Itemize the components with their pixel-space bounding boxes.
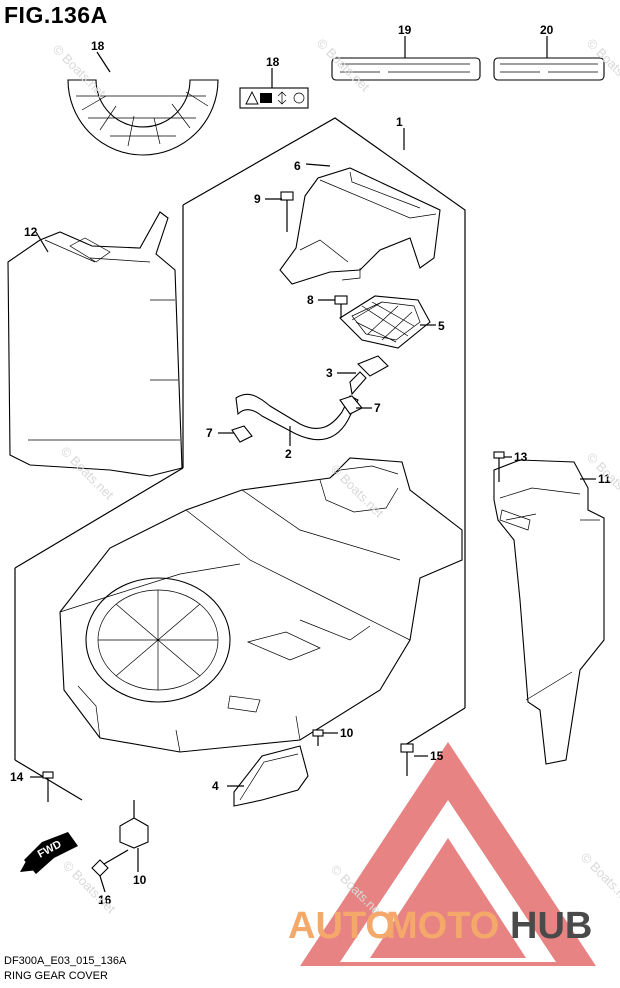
part-19-warning-label	[239, 87, 309, 109]
callout-numbers: 18 18 19 20 1 6 9 8 5 3 7 7 2 12 13 11 1…	[10, 23, 611, 907]
fwd-direction-arrow: FWD	[20, 832, 78, 874]
callout-20: 19	[398, 23, 412, 37]
part-4-bracket	[233, 745, 309, 807]
part-9-bolt	[280, 191, 294, 232]
callout-4: 4	[212, 779, 219, 793]
callout-14: 13	[514, 450, 528, 464]
callout-7-upper: 7	[374, 401, 381, 415]
figure-caption: RING GEAR COVER	[4, 970, 108, 982]
copyright-watermark: © Boats.net	[578, 850, 620, 909]
part-21-label	[493, 57, 605, 81]
callout-13: 12	[24, 225, 38, 239]
assembly-outline	[182, 117, 466, 430]
callout-17: 16	[98, 893, 112, 907]
part-2-breather-hose	[235, 393, 359, 441]
part-3-hose-fitting	[349, 355, 389, 396]
brand-word-hub: HUB	[510, 905, 592, 947]
part-13-side-shield	[7, 211, 183, 477]
part-16-bolt	[400, 743, 414, 776]
callout-3: 3	[326, 366, 333, 380]
callout-2: 2	[285, 447, 292, 461]
brand-triangle-logo	[300, 742, 596, 966]
part-12-right-shield	[493, 459, 605, 765]
callout-6: 6	[294, 159, 301, 173]
callout-12: 11	[598, 472, 611, 486]
figure-title: FIG.136A	[4, 2, 108, 28]
part-15-bolt	[42, 771, 54, 802]
copyright-watermark: © Boats.net	[60, 858, 119, 917]
callout-8: 8	[307, 293, 314, 307]
callout-16: 15	[430, 749, 444, 763]
ring-gear-cover-main	[59, 457, 463, 753]
brand-word-moto: MOTO	[386, 905, 499, 947]
part-17-bolt	[91, 849, 129, 877]
figure-code: DF300A_E03_015_136A	[4, 955, 127, 967]
callout-21: 20	[540, 23, 554, 37]
part-18-seal	[67, 79, 219, 156]
brand-wordmark: AUTO MOTO HUB	[288, 905, 592, 947]
part-14-bolt	[493, 451, 505, 482]
part-10-bolt	[312, 729, 324, 746]
callout-1: 1	[396, 115, 403, 129]
callout-18: 18	[91, 39, 105, 53]
part-5-filter	[339, 295, 431, 349]
part-20-label	[331, 57, 481, 81]
brand-word-auto: AUTO	[288, 905, 395, 947]
callout-7-lower: 7	[206, 426, 213, 440]
callout-19: 18	[266, 55, 280, 69]
leader-lines	[30, 36, 596, 893]
part-6-intake-duct	[279, 167, 441, 285]
callout-11: 10	[133, 873, 147, 887]
part-7-clamp-lower	[231, 425, 253, 443]
callout-10: 10	[340, 726, 354, 740]
part-11-connector	[119, 800, 149, 849]
callout-5: 5	[438, 319, 445, 333]
callout-15: 14	[10, 770, 24, 784]
callout-9: 9	[254, 192, 261, 206]
